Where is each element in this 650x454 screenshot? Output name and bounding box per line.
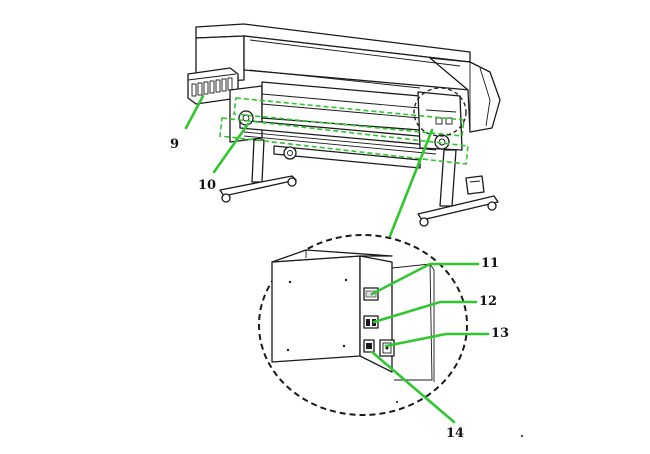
leader-detail <box>388 128 434 238</box>
highlight-box-upper <box>233 97 465 137</box>
leader-lines <box>184 94 490 424</box>
leader-14 <box>370 350 456 424</box>
highlight-box-lower <box>219 117 469 165</box>
control-box-detail <box>271 249 435 382</box>
detail-circle-small <box>413 87 467 137</box>
callout-10: 10 <box>198 178 216 193</box>
callout-14: 14 <box>446 426 464 441</box>
scan-dot <box>396 401 398 403</box>
leader-10 <box>212 122 250 174</box>
detail-circle-large <box>258 234 468 416</box>
callout-labels: 9 10 11 12 13 14 <box>170 137 509 441</box>
leader-12 <box>372 300 478 324</box>
callout-9: 9 <box>170 137 179 152</box>
leader-9 <box>184 94 205 130</box>
scan-dot <box>521 435 523 437</box>
callout-12: 12 <box>479 294 497 309</box>
leader-11 <box>370 262 480 296</box>
callout-13: 13 <box>491 326 509 341</box>
leader-13 <box>384 332 490 348</box>
callout-11: 11 <box>481 256 499 271</box>
